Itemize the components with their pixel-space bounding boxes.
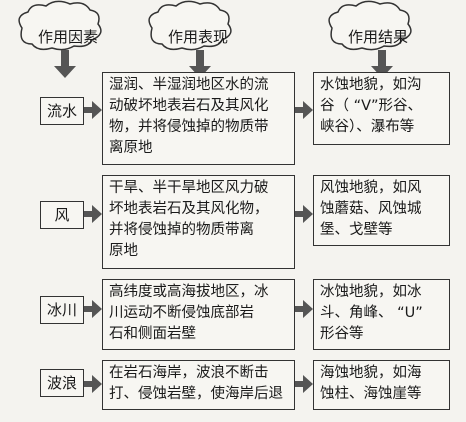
- result-wind: 风蚀地貌，如风 蚀蘑菇、风蚀城 堡、戈壁等: [313, 175, 450, 246]
- result-glacier: 冰蚀地貌，如冰 斗、角峰、 “U” 形谷等: [313, 279, 450, 350]
- cloud-factor: [18, 0, 102, 51]
- right-arrow-1b: [295, 101, 313, 119]
- factor-waves: 波浪: [40, 369, 84, 397]
- down-arrow-factor: [54, 50, 76, 78]
- header-process: 作用表现: [167, 28, 228, 46]
- header-result: 作用结果: [347, 28, 408, 46]
- process-running-water: 湿润、半湿润地区水的流 动破坏地表岩石及其风化 物，并将侵蚀掉的物质带 离原地: [102, 72, 295, 165]
- process-wind: 干旱、半干旱地区风力破 坏地表岩石及其风化物， 并将侵蚀掉的物质带离 原地: [102, 175, 295, 269]
- result-waves: 海蚀地貌，如海 蚀柱、海蚀崖等: [313, 360, 450, 410]
- right-arrow-2a: [84, 205, 102, 223]
- process-glacier: 高纬度或高海拔地区，冰 川运动不断侵蚀底部岩 石和侧面岩壁: [102, 279, 295, 350]
- down-arrow-process: [189, 50, 211, 78]
- right-arrow-4b: [295, 375, 313, 393]
- factor-glacier: 冰川: [40, 296, 84, 324]
- cloud-process: [148, 0, 232, 51]
- cloud-result: [328, 0, 412, 51]
- right-arrow-3a: [84, 300, 102, 318]
- process-waves: 在岩石海岸，波浪不断击 打、侵蚀岩壁，使海岸后退: [102, 360, 295, 410]
- factor-wind: 风: [40, 201, 84, 229]
- down-arrow-result: [371, 50, 393, 78]
- right-arrow-4a: [84, 375, 102, 393]
- right-arrow-2b: [295, 205, 313, 223]
- factor-running-water: 流水: [40, 97, 84, 125]
- right-arrow-1a: [84, 101, 102, 119]
- right-arrow-3b: [295, 300, 313, 318]
- header-factor: 作用因素: [37, 28, 98, 46]
- result-running-water: 水蚀地貌，如沟 谷（ “V”形谷、 峡谷）、瀑布等: [313, 72, 450, 145]
